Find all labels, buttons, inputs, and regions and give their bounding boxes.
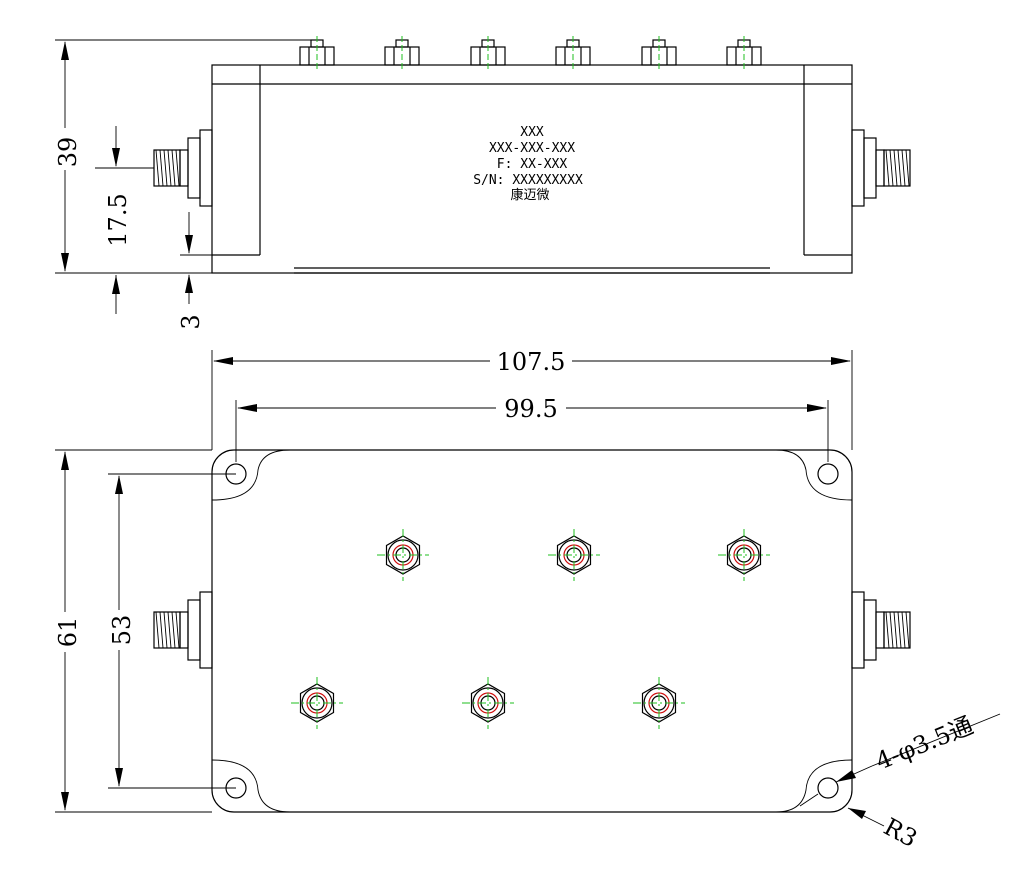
dimension-61: 61	[52, 449, 212, 813]
radius-callout: R3	[847, 807, 922, 853]
tuning-nuts-row	[299, 36, 762, 70]
dimension-17-5: 17.5	[95, 126, 212, 314]
tuning-nut-side-1	[299, 36, 335, 70]
mounting-hole-tr	[817, 463, 839, 485]
tuning-screws	[291, 529, 770, 729]
label-line-3: F: XX-XXX	[497, 157, 568, 172]
dim-text-61: 61	[54, 617, 82, 648]
dim-text-39: 39	[54, 137, 82, 168]
hole-callout: 4-φ3.5通	[799, 711, 1001, 807]
label-line-5: 康迈微	[510, 187, 549, 203]
top-lid-outline	[211, 449, 853, 813]
tuning-screw-6	[633, 677, 685, 729]
callout-text-radius: R3	[879, 813, 922, 853]
top-body-outline	[211, 449, 853, 813]
tuning-screw-2	[548, 529, 600, 581]
label-line-2: XXX-XXX-XXX	[489, 141, 575, 156]
dim-text-107-5: 107.5	[497, 348, 566, 376]
tuning-nut-side-2	[384, 36, 420, 70]
tuning-screw-5	[462, 677, 514, 729]
dim-text-3: 3	[177, 314, 205, 329]
dimension-3: 3	[177, 212, 212, 330]
dimension-107-5: 107.5	[211, 346, 853, 450]
tuning-screw-3	[718, 529, 770, 581]
sma-connector-left-side	[153, 129, 213, 207]
dim-text-99-5: 99.5	[504, 395, 557, 423]
mounting-hole-br	[817, 777, 839, 799]
sma-connector-left-top	[153, 591, 213, 669]
tuning-nut-side-3	[470, 36, 506, 70]
dim-text-17-5: 17.5	[104, 193, 132, 246]
top-view: 107.5 99.5 61	[52, 346, 1001, 853]
dim-text-53: 53	[108, 615, 136, 646]
callout-text-hole: 4-φ3.5通	[872, 711, 977, 775]
sma-connector-right-side	[851, 129, 911, 207]
tuning-screw-4	[291, 677, 343, 729]
side-view: XXX XXX-XXX-XXX F: XX-XXX S/N: XXXXXXXXX…	[52, 36, 911, 330]
dimension-53: 53	[106, 473, 236, 789]
tuning-screw-1	[377, 529, 429, 581]
dimension-39: 39	[52, 39, 312, 274]
label-line-4: S/N: XXXXXXXXX	[473, 173, 583, 188]
sma-connector-right-top	[851, 591, 911, 669]
dimension-99-5: 99.5	[235, 393, 829, 462]
tuning-nut-side-4	[555, 36, 591, 70]
tuning-nut-side-6	[726, 36, 762, 70]
tuning-nut-side-5	[641, 36, 677, 70]
label-line-1: XXX	[520, 125, 544, 140]
